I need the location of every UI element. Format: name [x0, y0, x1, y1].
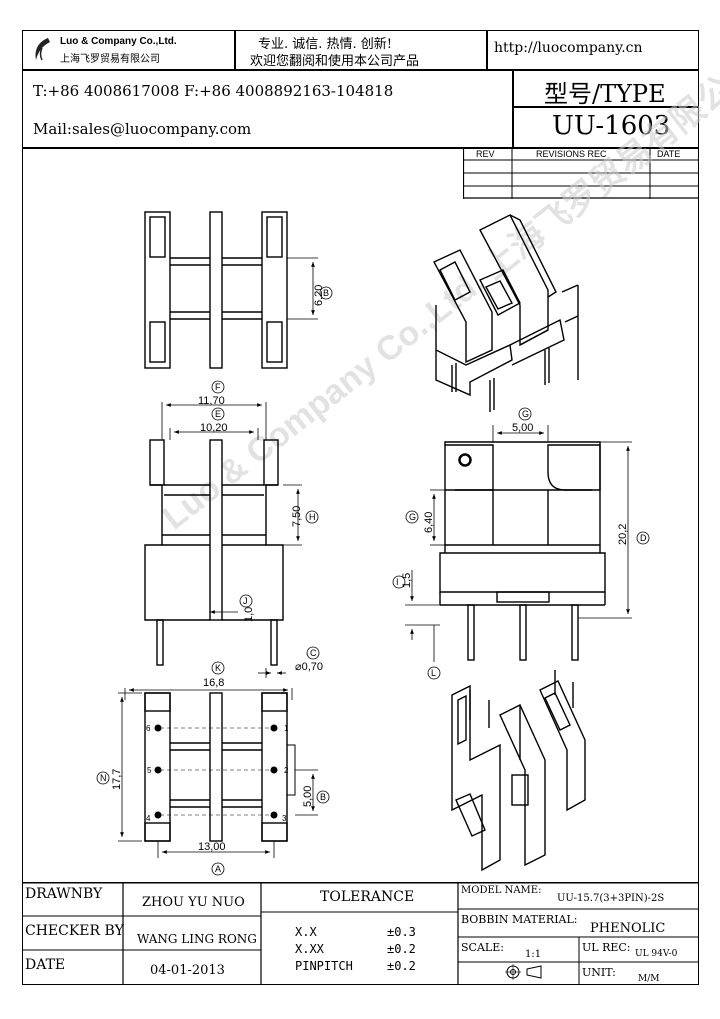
- pin-6-label: 6: [146, 724, 151, 733]
- dim-label-h: H: [309, 512, 316, 522]
- dim-500g: 5,00: [512, 422, 533, 434]
- dim-750: 7,50: [291, 506, 303, 527]
- checker-value: WANG LING RONG: [137, 932, 257, 946]
- header-divider-2: [486, 30, 488, 70]
- pin-2-label: 2: [284, 766, 289, 775]
- dim-640: 6,40: [423, 512, 435, 533]
- header-hline: [22, 69, 699, 71]
- dim-15: 1,5: [401, 573, 413, 588]
- pin-holes: [154, 724, 278, 819]
- dim-label-j: J: [243, 596, 248, 606]
- tol-xxx-value: ±0.2: [387, 942, 416, 956]
- dim-label-a: A: [215, 864, 221, 874]
- header-bottom-hline: [22, 147, 699, 149]
- pin-3-label: 3: [282, 814, 287, 823]
- revisions-table: [462, 147, 699, 199]
- type-label: 型号/TYPE: [544, 80, 666, 108]
- scale-label: SCALE:: [461, 941, 504, 954]
- dim-label-n: N: [100, 773, 107, 783]
- contact-phone-fax: T:+86 4008617008 F:+86 4008892163-104818: [33, 82, 394, 100]
- dim-500b: 5,00: [302, 786, 314, 807]
- dim-label-e: E: [215, 409, 221, 419]
- dim-label-l: L: [431, 668, 436, 678]
- company-name-en: Luo & Company Co.,Ltd.: [60, 36, 177, 47]
- scale-value: 1:1: [525, 949, 542, 960]
- dim-177: 17,7: [111, 769, 123, 790]
- model-code: UU-1603: [552, 111, 671, 141]
- dim-label-f: F: [215, 382, 221, 392]
- date-col-header: DATE: [657, 149, 681, 159]
- slogan-line-2: 欢迎您翻阅和使用本公司产品: [250, 54, 420, 69]
- bobbin-material-label: BOBBIN MATERIAL:: [461, 913, 578, 926]
- view-isometric-top: [433, 214, 579, 412]
- logo-swoosh-icon: [35, 38, 50, 61]
- pin-4-label: 4: [146, 814, 151, 823]
- bobbin-material-value: PHENOLIC: [590, 921, 666, 936]
- dim-label-k: K: [215, 663, 221, 673]
- date-label: DATE: [25, 957, 66, 973]
- type-box-vline: [512, 69, 514, 147]
- company-url[interactable]: http://luocompany.cn: [494, 40, 643, 56]
- view-front-top: [144, 211, 318, 369]
- view-isometric-bottom: [451, 670, 586, 872]
- company-logo: [28, 34, 58, 64]
- ul-rec-value: UL 94V-0: [635, 949, 678, 959]
- dim-1300: 13,00: [198, 841, 226, 853]
- dim-label-i: I: [396, 577, 399, 587]
- slogan-line-1: 专业. 诚信. 热情. 创新!: [258, 37, 393, 52]
- view-bottom: [118, 688, 318, 858]
- tol-xx-value: ±0.3: [387, 925, 416, 939]
- pin-1-label: 1: [284, 724, 289, 733]
- unit-label: UNIT:: [582, 966, 616, 979]
- dim-202: 20,2: [617, 524, 629, 545]
- dim-label-d: D: [640, 533, 647, 543]
- pin1-marker: [458, 453, 472, 467]
- title-block: [22, 882, 699, 985]
- dim-label-c: C: [310, 648, 317, 658]
- dim-1170: 11,70: [198, 395, 225, 407]
- ul-rec-label: UL REC:: [582, 941, 631, 954]
- rev-col-header: REV: [476, 149, 495, 159]
- dim-10: 1,0: [243, 607, 255, 622]
- projection-symbol-icon: [505, 964, 545, 980]
- dim-070: ⌀0,70: [295, 661, 323, 673]
- dim-1020: 10,20: [200, 422, 228, 434]
- dim-168: 16,8: [203, 677, 224, 689]
- contact-mail[interactable]: Mail:sales@luocompany.com: [33, 120, 252, 138]
- type-box-hline: [512, 106, 699, 108]
- pin-5-label: 5: [147, 766, 152, 775]
- unit-value: M/M: [638, 974, 660, 984]
- tol-pinpitch-value: ±0.2: [387, 959, 416, 973]
- rec-col-header: REVISIONS REC: [536, 149, 607, 159]
- dimension-label-circles: [96, 286, 650, 876]
- date-value: 04-01-2013: [150, 963, 225, 978]
- model-name-value: UU-15.7(3+3PIN)-2S: [557, 893, 665, 904]
- drawnby-label: DRAWNBY: [25, 886, 103, 902]
- company-name-cn: 上海飞罗贸易有限公司: [60, 54, 160, 65]
- dim-620: 6,20: [313, 285, 325, 306]
- drawing-frame: [22, 30, 699, 985]
- dim-label-g: G: [522, 409, 529, 419]
- dimension-labels: 6,20 B 11,70 F 10,20 E 7,50 H 1,0 J ⌀0,7…: [100, 285, 647, 874]
- view-side: [144, 402, 302, 678]
- checker-label: CHECKER BY: [25, 923, 124, 939]
- model-name-label: MODEL NAME:: [461, 885, 542, 896]
- dim-label-b2: B: [320, 792, 326, 802]
- header-divider-1: [234, 30, 236, 70]
- tol-pinpitch-name: PINPITCH: [295, 959, 353, 973]
- dim-label-g2: G: [409, 512, 416, 522]
- drawnby-value: ZHOU YU NUO: [142, 895, 245, 910]
- dim-label-b: B: [323, 288, 329, 298]
- tol-xx-name: X.X: [295, 925, 317, 939]
- tol-xxx-name: X.XX: [295, 942, 324, 956]
- view-right-elevation: [405, 425, 632, 662]
- tolerance-label: TOLERANCE: [320, 889, 415, 905]
